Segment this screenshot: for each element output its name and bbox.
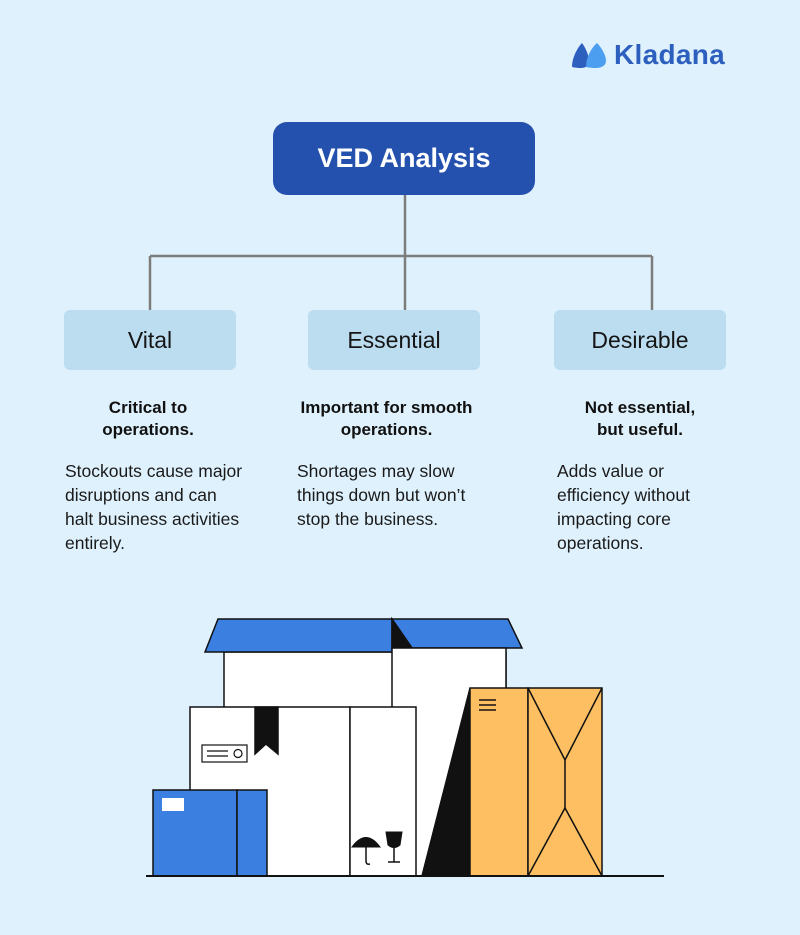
category-subtitle-desirable: Not essential, but useful. bbox=[584, 398, 696, 439]
main-box-right bbox=[349, 706, 417, 877]
category-description-desirable: Adds value or efficiency without impacti… bbox=[557, 461, 690, 553]
category-title-vital: Vital bbox=[127, 326, 173, 353]
blue-box-right bbox=[236, 789, 268, 877]
category-box-essential: Essential bbox=[308, 310, 480, 370]
category-box-desirable: Desirable bbox=[554, 310, 726, 370]
orange-box-left bbox=[469, 687, 529, 877]
category-subtitle-vital: Critical to operations. bbox=[102, 398, 194, 439]
tape-ribbon bbox=[254, 706, 279, 756]
brand-logo: Kladana bbox=[570, 38, 725, 72]
root-node: VED Analysis bbox=[273, 122, 535, 195]
category-title-desirable: Desirable bbox=[591, 326, 689, 353]
category-description-vital: Stockouts cause major disruptions and ca… bbox=[65, 461, 243, 553]
fragile-glass-icon bbox=[385, 831, 403, 848]
category-box-vital: Vital bbox=[64, 310, 236, 370]
back-box-lid-left bbox=[203, 618, 393, 653]
document-label-icon bbox=[201, 744, 248, 763]
category-description-essential: Shortages may slow things down but won’t… bbox=[297, 461, 466, 529]
kladana-logo-icon bbox=[572, 43, 606, 68]
back-box-lid-right bbox=[390, 618, 524, 649]
category-subtitle-essential: Important for smooth operations. bbox=[300, 398, 473, 439]
umbrella-icon bbox=[351, 837, 381, 848]
category-title-essential: Essential bbox=[347, 326, 441, 353]
root-node-label: VED Analysis bbox=[317, 143, 491, 173]
blue-box-label bbox=[162, 798, 184, 811]
brand-name: Kladana bbox=[614, 39, 726, 70]
